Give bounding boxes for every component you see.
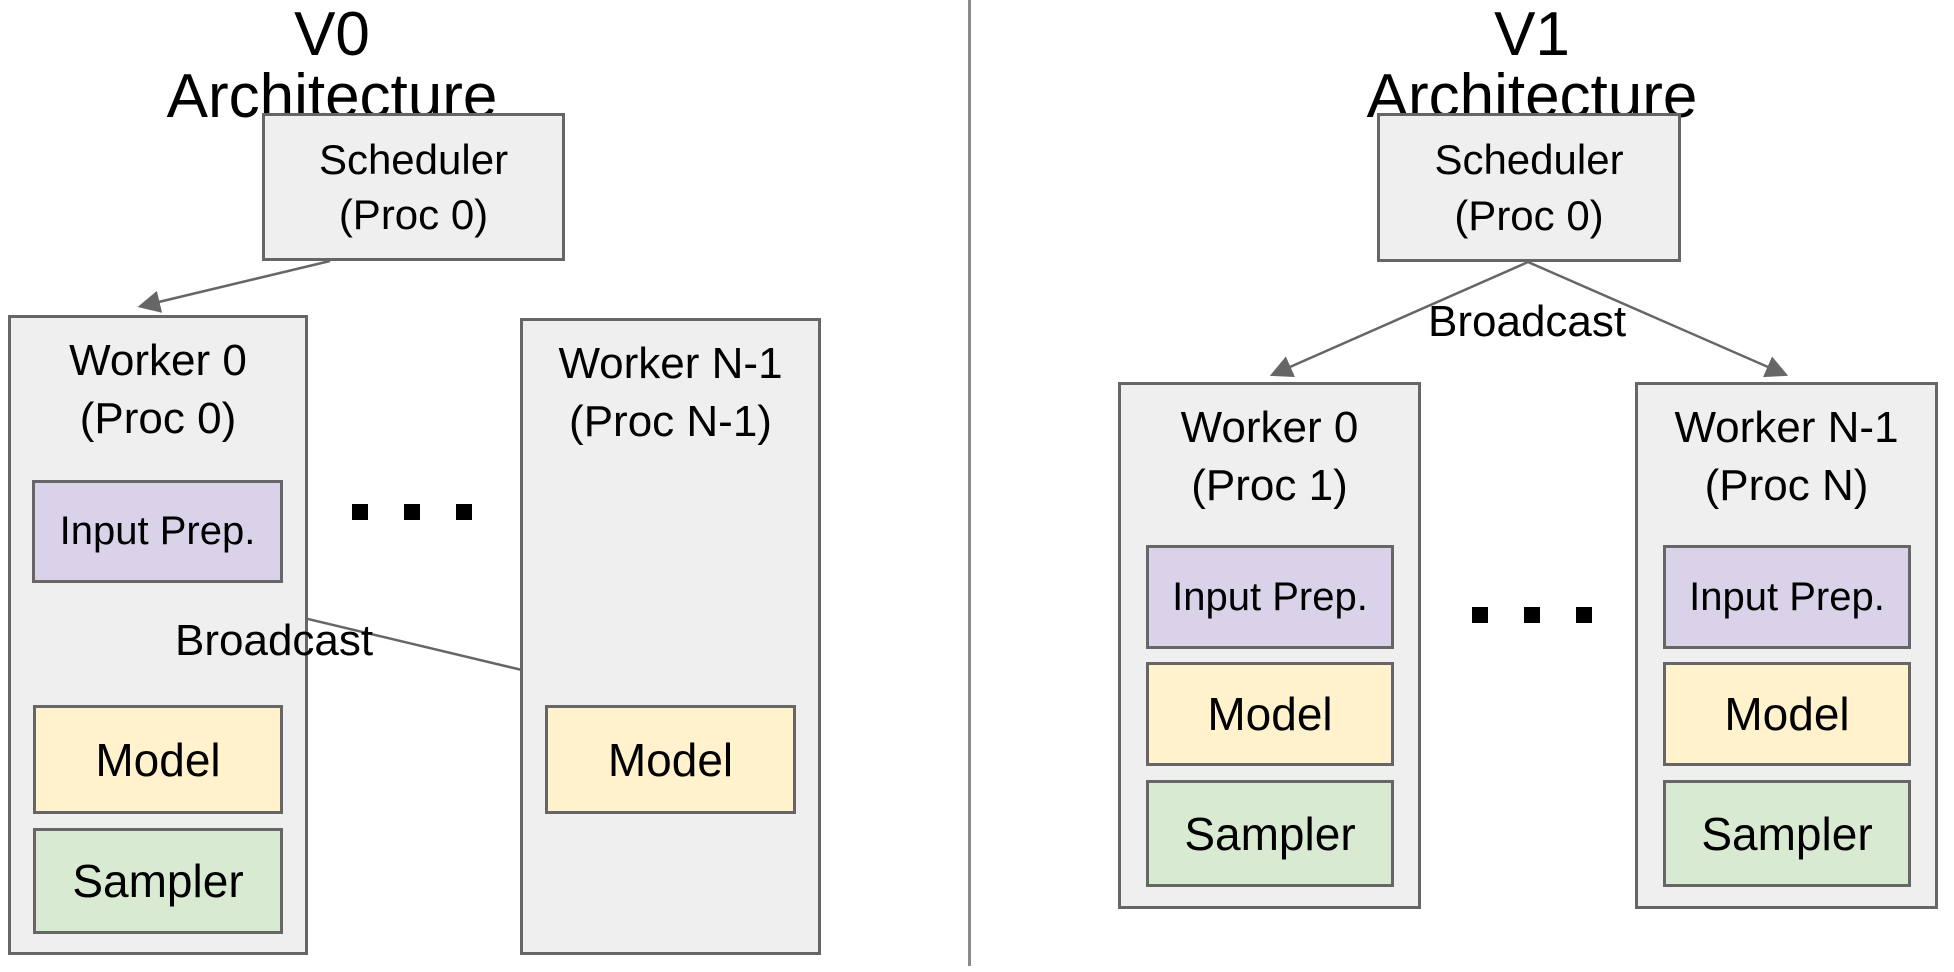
- v1-scheduler-box: Scheduler (Proc 0): [1377, 113, 1681, 262]
- v1-scheduler-label: Scheduler (Proc 0): [1434, 136, 1624, 239]
- v1-workerN-model-label: Model: [1724, 688, 1850, 740]
- v1-workerN-sampler-label: Sampler: [1701, 807, 1873, 860]
- v0-worker0-input-prep-label: Input Prep.: [59, 509, 256, 553]
- v0-worker0-sampler-label: Sampler: [72, 855, 244, 907]
- v0-scheduler-label: Scheduler (Proc 0): [318, 135, 509, 238]
- v1-workerN-input-prep-label: Input Prep.: [1689, 574, 1885, 619]
- dot: [404, 504, 420, 520]
- dot: [1576, 607, 1592, 623]
- v1-worker0-title: Worker 0 (Proc 1): [1180, 403, 1359, 511]
- v1-broadcast-label: Broadcast: [1428, 297, 1627, 346]
- v0-workerN-model-box: Model: [545, 705, 796, 814]
- v1-panel-title: V1 Architecture: [1366, 0, 1698, 131]
- v0-worker0-title: Worker 0 (Proc 0): [69, 336, 247, 444]
- v1-worker0-sampler-box: Sampler: [1146, 780, 1394, 887]
- dot: [352, 504, 368, 520]
- v1-worker0-input-prep-label: Input Prep.: [1172, 574, 1368, 619]
- v1-workerN-title: Worker N-1 (Proc N): [1674, 403, 1899, 511]
- v1-workerN-model-box: Model: [1663, 662, 1911, 766]
- v0-workerN-box: [520, 318, 821, 955]
- v0-worker0-sampler-box: Sampler: [33, 828, 283, 934]
- v0-ellipsis-icon: [352, 504, 472, 520]
- v0-broadcast-label: Broadcast: [175, 616, 374, 665]
- v1-workerN-input-prep-box: Input Prep.: [1663, 545, 1911, 649]
- v0-worker0-model-label: Model: [95, 733, 221, 786]
- v0-worker0-model-box: Model: [33, 705, 283, 814]
- v1-worker0-input-prep-box: Input Prep.: [1146, 545, 1394, 649]
- v0-panel-title: V0 Architecture: [166, 0, 498, 131]
- v0-workerN-model-label: Model: [607, 733, 734, 786]
- panel-divider: [968, 0, 971, 966]
- v0-worker0-input-prep-box: Input Prep.: [32, 480, 283, 583]
- dot: [456, 504, 472, 520]
- dot: [1524, 607, 1540, 623]
- v1-worker0-model-label: Model: [1207, 688, 1333, 740]
- v0-workerN-title: Worker N-1 (Proc N-1): [558, 339, 783, 447]
- v1-worker0-sampler-label: Sampler: [1184, 807, 1356, 860]
- v1-workerN-sampler-box: Sampler: [1663, 780, 1911, 887]
- v1-worker0-model-box: Model: [1146, 662, 1394, 766]
- v0-scheduler-to-worker0-arrow: [137, 259, 331, 313]
- v0-scheduler-box: Scheduler (Proc 0): [262, 113, 565, 261]
- v1-ellipsis-icon: [1472, 607, 1592, 623]
- dot: [1472, 607, 1488, 623]
